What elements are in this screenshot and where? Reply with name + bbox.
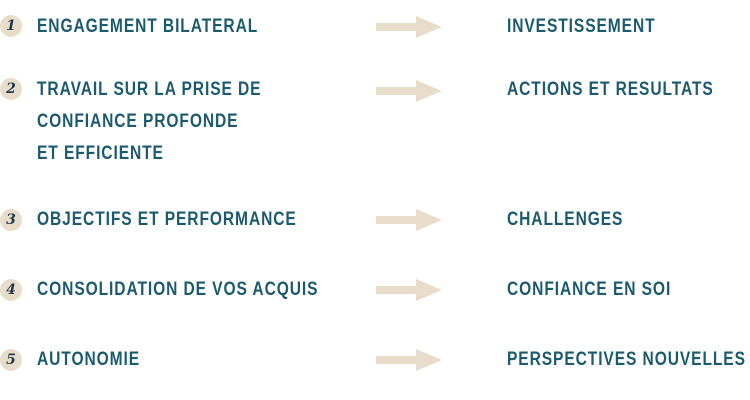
step-number-badge: 2 <box>0 78 22 100</box>
step-description: OBJECTIFS ET PERFORMANCE <box>37 204 297 236</box>
step-description-line: ENGAGEMENT BILATERAL <box>37 16 259 37</box>
step-description-line: CONFIANCE PROFONDE <box>37 111 239 132</box>
right-arrow-icon <box>376 209 442 231</box>
step-description: AUTONOMIE <box>37 344 140 376</box>
step-description-line: OBJECTIFS ET PERFORMANCE <box>37 209 297 230</box>
step-outcome: CONFIANCE EN SOI <box>507 279 672 300</box>
step-description: TRAVAIL SUR LA PRISE DE CONFIANCE PROFON… <box>37 74 261 170</box>
step-description: ENGAGEMENT BILATERAL <box>37 11 258 43</box>
step-number-badge: 4 <box>0 279 22 301</box>
right-arrow-icon <box>376 349 442 371</box>
step-description-line: ET EFFICIENTE <box>37 143 164 164</box>
step-outcome: ACTIONS ET RESULTATS <box>507 79 714 100</box>
right-arrow-icon <box>376 80 442 102</box>
right-arrow-icon <box>376 16 442 38</box>
step-number-badge: 1 <box>0 15 22 37</box>
step-outcome: INVESTISSEMENT <box>507 16 656 37</box>
step-number-badge: 3 <box>0 209 22 231</box>
step-description-line: AUTONOMIE <box>37 349 141 370</box>
step-number-badge: 5 <box>0 349 22 371</box>
step-outcome: CHALLENGES <box>507 209 624 230</box>
right-arrow-icon <box>376 279 442 301</box>
step-outcome: PERSPECTIVES NOUVELLES <box>507 349 746 370</box>
step-description: CONSOLIDATION DE VOS ACQUIS <box>37 274 318 306</box>
step-description-line: CONSOLIDATION DE VOS ACQUIS <box>37 279 319 300</box>
step-description-line: TRAVAIL SUR LA PRISE DE <box>37 79 262 100</box>
